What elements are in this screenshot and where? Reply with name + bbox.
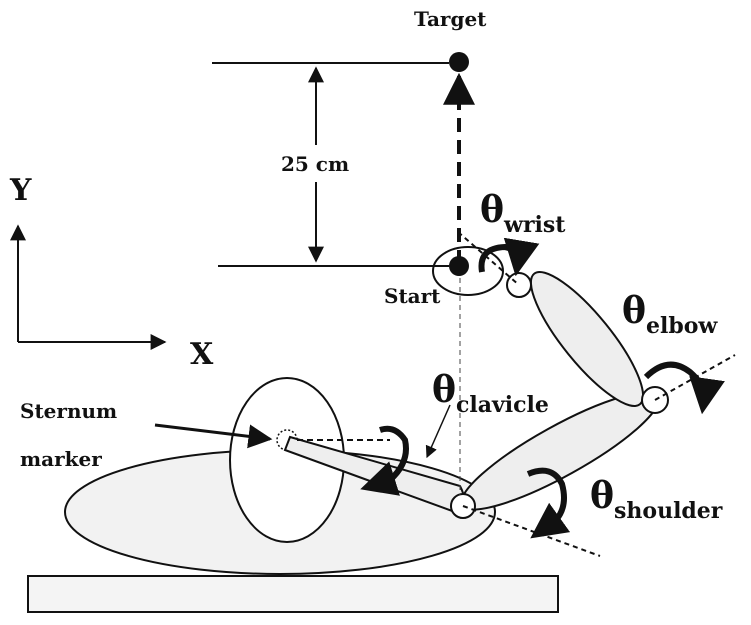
clavicle-rotation-arrow	[360, 425, 409, 496]
hand-ellipse	[432, 246, 504, 296]
start-dot	[449, 256, 469, 276]
theta-shoulder-label: θshoulder	[590, 475, 723, 524]
clavicle-pointer-arrow	[425, 404, 451, 459]
theta-wrist-symbol: θ	[480, 189, 504, 231]
x-axis-label: X	[190, 337, 214, 372]
shoulder-rotation-arrow	[526, 467, 571, 539]
y-axis-label: Y	[9, 173, 32, 208]
theta-shoulder-symbol: θ	[590, 475, 614, 517]
wrist-rotation-arrow	[478, 237, 540, 277]
theta-elbow-symbol: θ	[622, 290, 646, 332]
theta-clavicle-sub: clavicle	[456, 392, 549, 418]
theta-elbow-label: θelbow	[622, 290, 718, 339]
start-label: Start	[384, 284, 441, 308]
elbow-rotation-arrow	[643, 361, 725, 415]
sternum-pointer-arrow	[154, 423, 273, 449]
sternum-label-line2: marker	[20, 447, 102, 471]
table-surface	[27, 575, 559, 613]
theta-clavicle-symbol: θ	[432, 369, 456, 411]
theta-wrist-label: θwrist	[480, 189, 566, 238]
theta-elbow-sub: elbow	[646, 313, 718, 339]
theta-wrist-sub: wrist	[503, 212, 566, 238]
theta-shoulder-sub: shoulder	[614, 498, 723, 524]
target-dot	[449, 52, 469, 72]
sternum-label-line1: Sternum	[20, 399, 117, 423]
distance-label: 25 cm	[281, 152, 349, 176]
target-label: Target	[414, 7, 487, 31]
theta-clavicle-label: θclavicle	[432, 369, 549, 418]
